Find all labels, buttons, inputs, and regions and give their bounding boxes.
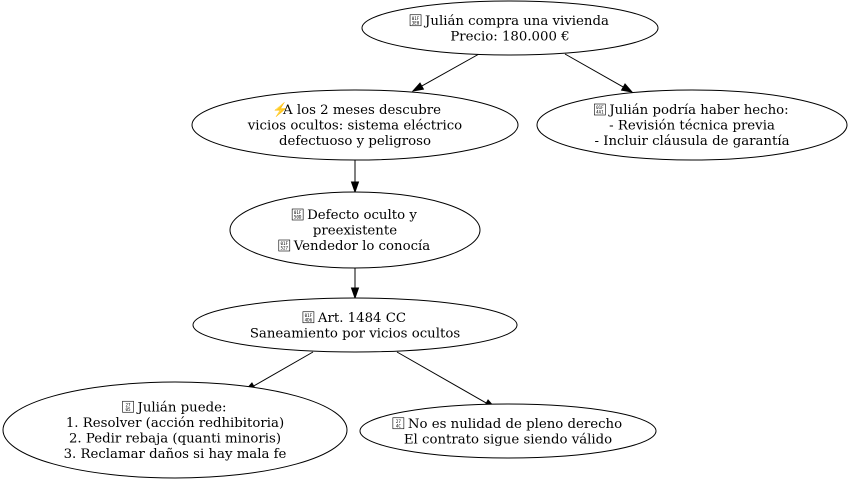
node-defecto[interactable]: Defecto oculto y01F50DpreexistenteVended… xyxy=(229,191,481,269)
node-ellipse xyxy=(229,191,481,269)
node-label-line: A los 2 meses descubre xyxy=(282,103,441,118)
edge-defecto-to-articulo xyxy=(350,268,360,300)
node-label-line: vicios ocultos: sistema eléctrico xyxy=(247,119,462,134)
node-label-line: Defecto oculto y xyxy=(307,208,417,223)
node-label-line: Julián puede: xyxy=(136,400,227,415)
node-ellipse xyxy=(361,0,659,56)
node-label-line: - Revisión técnica previa xyxy=(609,119,775,134)
lightning-icon: ⚡ xyxy=(272,101,289,118)
svg-text:27: 27 xyxy=(396,419,402,424)
node-label-line: Julián compra una vivienda xyxy=(423,14,609,29)
node-label-line: 1. Resolver (acción redhibitoria) xyxy=(66,416,284,431)
arrowhead-icon xyxy=(350,287,360,300)
arrowhead-icon xyxy=(411,82,425,92)
svg-text:50D: 50D xyxy=(294,215,302,220)
edge-articulo-to-puede xyxy=(243,351,314,392)
node-label-line: defectuoso y peligroso xyxy=(279,134,431,149)
svg-text:27: 27 xyxy=(126,402,132,407)
node-compra[interactable]: Julián compra una vivienda01F3E0Precio: … xyxy=(361,0,659,56)
node-ellipse xyxy=(359,403,657,459)
edge-compra-to-descubre xyxy=(411,53,480,92)
svg-text:05: 05 xyxy=(126,407,132,412)
edge-line xyxy=(396,351,487,404)
svg-text:3E0: 3E0 xyxy=(412,20,420,25)
edge-compra-to-podria xyxy=(564,53,634,93)
svg-text:4D6: 4D6 xyxy=(305,317,313,322)
arrowhead-icon xyxy=(350,181,360,194)
svg-text:4A1: 4A1 xyxy=(596,110,604,115)
svg-text:4C: 4C xyxy=(396,423,402,428)
svg-text:527: 527 xyxy=(280,246,288,251)
node-label-line: 3. Reclamar daños si hay mala fe xyxy=(64,447,287,462)
edge-line xyxy=(421,53,480,87)
arrowhead-icon xyxy=(620,83,634,93)
node-label-line: Precio: 180.000 € xyxy=(450,29,569,44)
node-label-line: Art. 1484 CC xyxy=(317,311,406,326)
node-label-line: - Incluir cláusula de garantía xyxy=(594,134,789,149)
node-ellipse xyxy=(2,381,348,479)
svg-text:01F: 01F xyxy=(280,241,288,246)
node-label-line: preexistente xyxy=(313,224,397,239)
node-label-line: Saneamiento por vicios ocultos xyxy=(250,326,461,341)
edge-line xyxy=(253,351,314,387)
node-label-line: Vendedor lo conocía xyxy=(293,239,431,254)
svg-text:01F: 01F xyxy=(596,105,604,110)
node-label-line: 2. Pedir rebaja (quanti minoris) xyxy=(69,431,281,446)
node-descubre[interactable]: A los 2 meses descubre⚡vicios ocultos: s… xyxy=(191,89,519,161)
edge-line xyxy=(564,53,624,88)
edge-descubre-to-defecto xyxy=(350,160,360,194)
node-label-line: Julián podría haber hecho: xyxy=(607,103,788,118)
node-ellipse xyxy=(191,89,519,161)
node-ellipse xyxy=(536,89,848,161)
edge-articulo-to-nulidad xyxy=(396,351,497,409)
svg-text:01F: 01F xyxy=(412,16,420,21)
svg-text:01F: 01F xyxy=(294,210,302,215)
node-label-line: El contrato sigue siendo válido xyxy=(404,432,612,447)
svg-text:01F: 01F xyxy=(305,313,313,318)
node-label-line: No es nulidad de pleno derecho xyxy=(408,417,622,432)
node-ellipse xyxy=(192,297,518,353)
